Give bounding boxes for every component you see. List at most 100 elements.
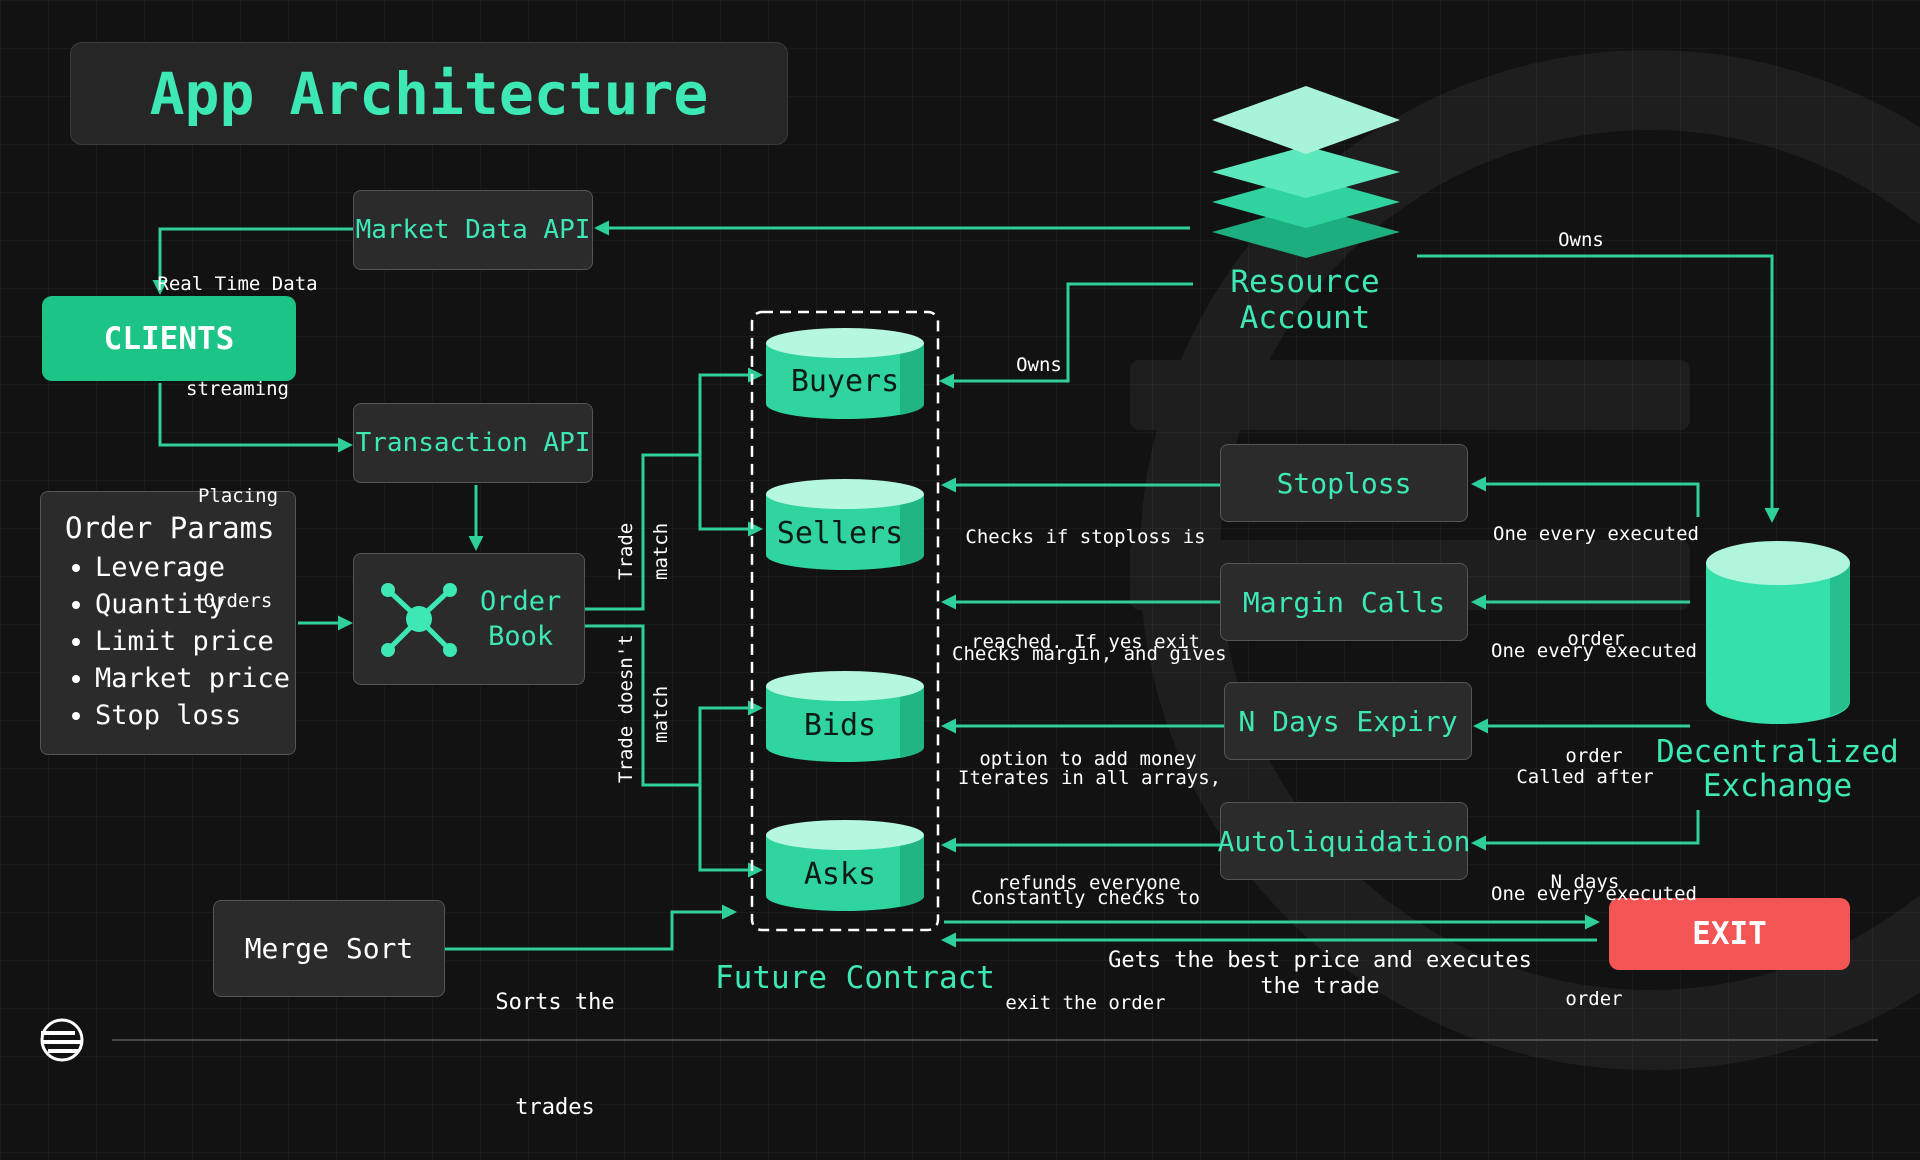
order-param-item: Stop loss xyxy=(95,697,295,734)
exit-label: EXIT xyxy=(1692,916,1767,952)
margin-right-label: One every executed order xyxy=(1484,564,1704,809)
edge-mergesort-contract xyxy=(445,904,737,951)
transaction-api-node[interactable]: Transaction API xyxy=(353,403,593,483)
exit-node[interactable]: EXIT xyxy=(1609,898,1850,970)
edge-orderbook-nomatch xyxy=(585,624,700,787)
trade-match-label-2: match xyxy=(650,522,672,580)
n-days-expiry-node[interactable]: N Days Expiry xyxy=(1224,682,1472,760)
network-nodes-icon xyxy=(381,583,457,657)
order-param-item: Market price xyxy=(95,660,295,697)
transaction-api-label: Transaction API xyxy=(355,428,591,458)
order-params-list: Leverage Quantity Limit price Market pri… xyxy=(65,549,295,734)
auto-right-label: One every executed order xyxy=(1484,807,1704,1052)
edge-dex-auto xyxy=(1471,810,1700,851)
merge-sort-label: Merge Sort xyxy=(244,932,414,965)
auto-left-line1: Constantly checks to xyxy=(971,887,1200,909)
order-params-panel: Order Params Leverage Quantity Limit pri… xyxy=(40,491,296,755)
expiry-left-line1: Iterates in all arrays, xyxy=(958,767,1222,789)
exit-caption: Gets the best price and executes the tra… xyxy=(1080,948,1560,1000)
dex-label-line2: Exchange xyxy=(1702,768,1853,804)
edge-to-buyers xyxy=(698,367,763,455)
expiry-right-line2: N days xyxy=(1550,871,1620,893)
stoploss-left-label: Checks if stoploss is reached. If yes ex… xyxy=(958,450,1213,695)
merge-sort-node[interactable]: Merge Sort xyxy=(213,900,445,997)
edge-to-sellers xyxy=(698,455,763,537)
n-days-expiry-label: N Days Expiry xyxy=(1238,704,1458,738)
expiry-right-line1: Called after xyxy=(1516,766,1654,788)
trade-match-label-1: Trade xyxy=(615,522,637,580)
auto-right-line1: One every executed xyxy=(1491,883,1697,905)
expiry-left-line2: refunds everyone xyxy=(997,872,1181,894)
asks-label: Asks xyxy=(803,857,877,892)
placing-label: Placing Orders xyxy=(178,409,298,654)
stoploss-label: Stoploss xyxy=(1276,466,1412,500)
stoploss-left-line1: Checks if stoploss is xyxy=(965,526,1206,548)
title-panel: App Architecture xyxy=(70,42,788,145)
realtime-label: Real Time Data streaming xyxy=(150,197,325,442)
exit-caption-line1: Gets the best price and executes xyxy=(1108,948,1532,973)
dex-label: Decentralized Exchange xyxy=(1640,735,1915,803)
margin-left-line1: Checks margin, and gives xyxy=(952,643,1227,665)
page-title: App Architecture xyxy=(149,59,709,128)
dex-label-line1: Decentralized xyxy=(1656,734,1899,770)
resource-account-label: Resource Account xyxy=(1180,264,1430,336)
market-data-api-node[interactable]: Market Data API xyxy=(353,190,593,270)
clients-node[interactable]: CLIENTS xyxy=(42,296,296,381)
order-param-item: Limit price xyxy=(95,623,295,660)
edge-dex-stoploss xyxy=(1471,476,1700,517)
order-param-item: Leverage xyxy=(95,549,295,586)
order-params-heading: Order Params xyxy=(65,511,275,545)
edge-clients-transaction xyxy=(158,383,353,453)
order-book-label-line1: Order xyxy=(480,586,562,617)
resource-account-line1: Resource xyxy=(1230,264,1380,300)
stoploss-right-label: One every executed order xyxy=(1486,447,1706,692)
realtime-line2: streaming xyxy=(186,378,289,400)
edge-orderbook-match xyxy=(585,453,700,611)
sorts-label: Sorts the trades xyxy=(475,915,635,1160)
owns-top-label: Owns xyxy=(1558,229,1604,251)
market-data-api-label: Market Data API xyxy=(355,215,591,245)
trade-nomatch-label-1: Trade doesn't xyxy=(615,634,637,783)
future-contract-container xyxy=(750,310,940,932)
stoploss-right-line2: order xyxy=(1567,628,1625,650)
stoploss-right-line1: One every executed xyxy=(1493,523,1699,545)
placing-line2: Orders xyxy=(203,590,273,612)
clients-label: CLIENTS xyxy=(103,320,235,357)
margin-left-label: Checks margin, and gives option to add m… xyxy=(952,567,1227,812)
diagram-wires xyxy=(112,50,1920,1070)
owns-buyers-label: Owns xyxy=(1016,354,1062,376)
stoploss-left-line2: reached. If yes exit xyxy=(971,631,1200,653)
sellers-label: Sellers xyxy=(776,516,904,551)
margin-calls-node[interactable]: Margin Calls xyxy=(1220,563,1468,641)
margin-calls-label: Margin Calls xyxy=(1242,585,1446,619)
stoploss-node[interactable]: Stoploss xyxy=(1220,444,1468,522)
sorts-line2: trades xyxy=(515,1095,595,1120)
edge-market-clients xyxy=(152,227,355,295)
edge-resource-dex xyxy=(1417,254,1780,523)
margin-right-line1: One every executed xyxy=(1491,640,1697,662)
expiry-right-label: Called after N days xyxy=(1505,690,1665,935)
exit-caption-line2: the trade xyxy=(1260,974,1380,999)
bids-label: Bids xyxy=(803,708,877,743)
resource-account-line2: Account xyxy=(1239,300,1371,336)
sorts-line1: Sorts the xyxy=(495,990,615,1015)
order-book-label-line2: Book xyxy=(488,621,554,652)
autoliquidation-label: Autoliquidation xyxy=(1217,824,1471,858)
placing-line1: Placing xyxy=(197,485,279,507)
auto-left-label: Constantly checks to exit the order xyxy=(958,811,1213,1056)
edge-to-asks xyxy=(698,785,763,878)
auto-left-line2: exit the order xyxy=(1005,992,1166,1014)
autoliquidation-node[interactable]: Autoliquidation xyxy=(1217,802,1471,880)
edge-to-bids xyxy=(698,700,763,785)
margin-right-line2: order xyxy=(1565,745,1623,767)
order-book-node[interactable]: Order Book xyxy=(353,553,585,685)
order-param-item: Quantity xyxy=(95,586,295,623)
buyers-label: Buyers xyxy=(790,364,900,399)
trade-nomatch-label-2: match xyxy=(650,685,672,743)
realtime-line1: Real Time Data xyxy=(157,273,318,295)
edge-resource-buyers xyxy=(939,282,1193,389)
auto-right-line2: order xyxy=(1565,988,1623,1010)
future-contract-label: Future Contract xyxy=(715,960,995,996)
expiry-left-label: Iterates in all arrays, refunds everyone xyxy=(958,691,1222,936)
margin-left-line2: option to add money xyxy=(979,748,1197,770)
